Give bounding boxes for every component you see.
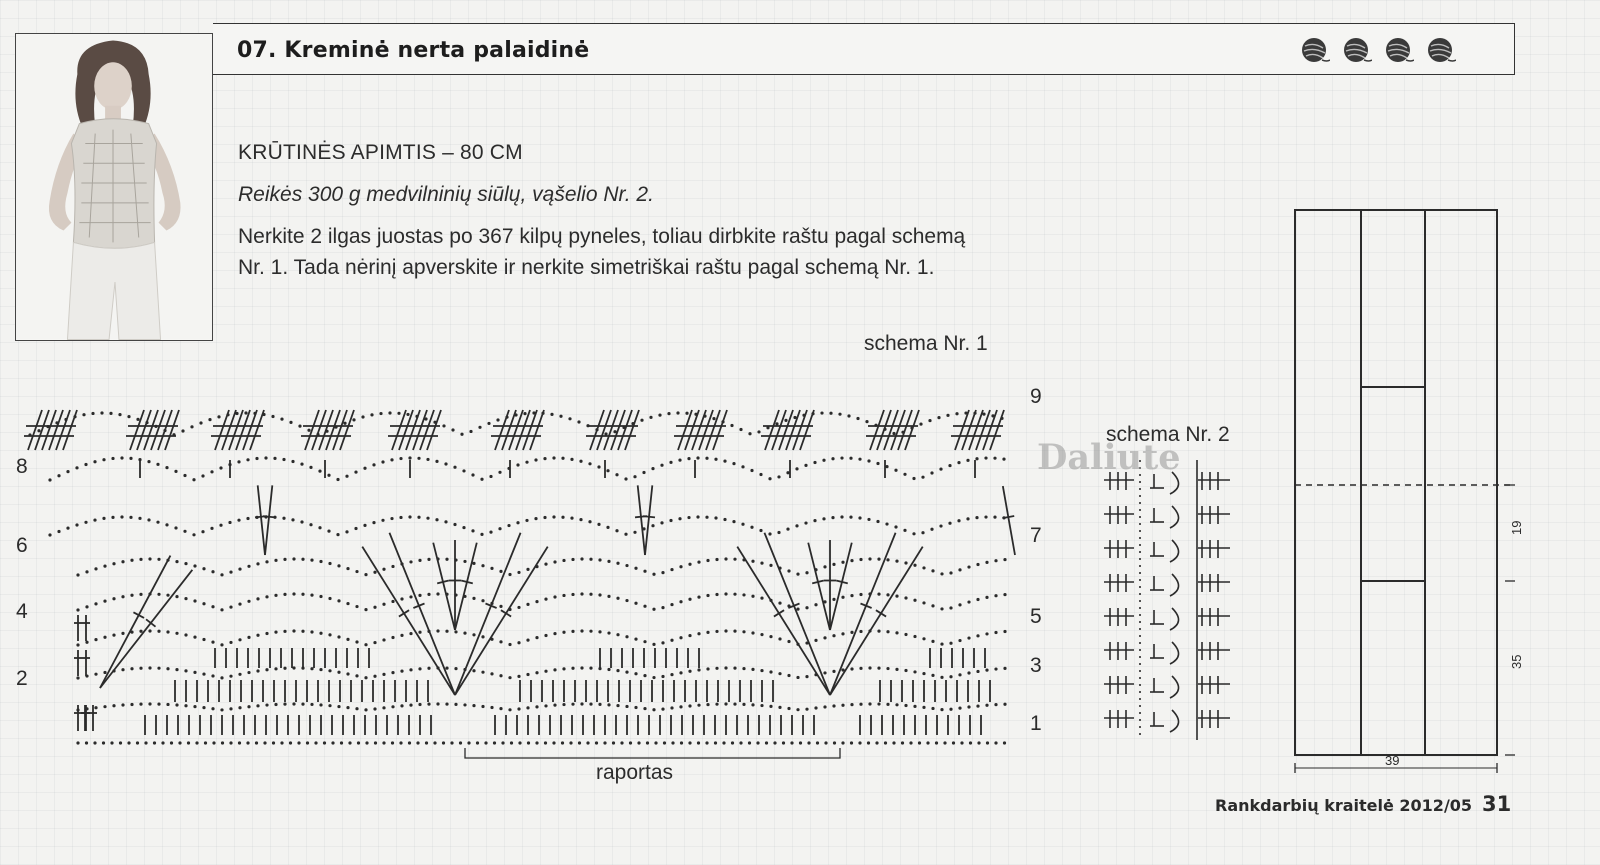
magazine-name: Rankdarbių kraitelė 2012/05 bbox=[1215, 796, 1473, 815]
schema-2-label: schema Nr. 2 bbox=[1106, 423, 1230, 446]
width-label: 39 bbox=[1385, 753, 1399, 768]
yarn-ball-icon bbox=[1428, 38, 1456, 62]
repeat-label: raportas bbox=[596, 761, 674, 784]
instructions: Nerkite 2 ilgas juostas po 367 kilpų pyn… bbox=[238, 221, 1158, 283]
row-number-right: 3 bbox=[1030, 654, 1042, 677]
garment-schematic: 19 35 39 bbox=[1294, 209, 1524, 773]
instructions-line: Nr. 1. Tada nėrinį apverskite ir nerkite… bbox=[238, 256, 935, 279]
model-photo-illustration bbox=[16, 34, 212, 340]
page-number: 31 bbox=[1482, 792, 1512, 816]
watermark: Daliute bbox=[1037, 437, 1181, 478]
instructions-line: Nerkite 2 ilgas juostas po 367 kilpų pyn… bbox=[238, 225, 966, 248]
row-number-left: 2 bbox=[16, 667, 28, 690]
pattern-title: 07. Kreminė nerta palaidinė bbox=[237, 38, 590, 63]
yarn-ball-icon bbox=[1386, 38, 1414, 62]
yarn-ball-icon bbox=[1302, 38, 1330, 62]
height-upper-label: 19 bbox=[1509, 521, 1524, 535]
row-number-left: 6 bbox=[16, 534, 28, 557]
schematic-outline bbox=[1294, 209, 1498, 756]
row-number-left: 8 bbox=[16, 455, 28, 478]
row-number-right: 1 bbox=[1030, 712, 1042, 735]
difficulty-rating bbox=[1300, 36, 1456, 66]
crochet-chart-schema-1: 8 6 4 2 9 7 5 3 1 bbox=[16, 385, 1042, 759]
page-footer: Rankdarbių kraitelė 2012/05 31 bbox=[1215, 792, 1511, 816]
row-number-left: 4 bbox=[16, 600, 28, 623]
chest-size: KRŪTINĖS APIMTIS – 80 CM bbox=[238, 141, 523, 164]
schema-1-label: schema Nr. 1 bbox=[864, 332, 988, 355]
title-bar: 07. Kreminė nerta palaidinė bbox=[213, 23, 1515, 75]
crochet-chart-schema-2 bbox=[1104, 460, 1230, 740]
height-lower-label: 35 bbox=[1509, 655, 1524, 669]
yarn-ball-icon bbox=[1344, 38, 1372, 62]
model-photo bbox=[15, 33, 213, 341]
yarn-requirements: Reikės 300 g medvilninių siūlų, vąšelio … bbox=[238, 183, 654, 206]
row-number-right: 7 bbox=[1030, 524, 1042, 547]
row-number-right: 9 bbox=[1030, 385, 1042, 408]
row-number-right: 5 bbox=[1030, 605, 1042, 628]
